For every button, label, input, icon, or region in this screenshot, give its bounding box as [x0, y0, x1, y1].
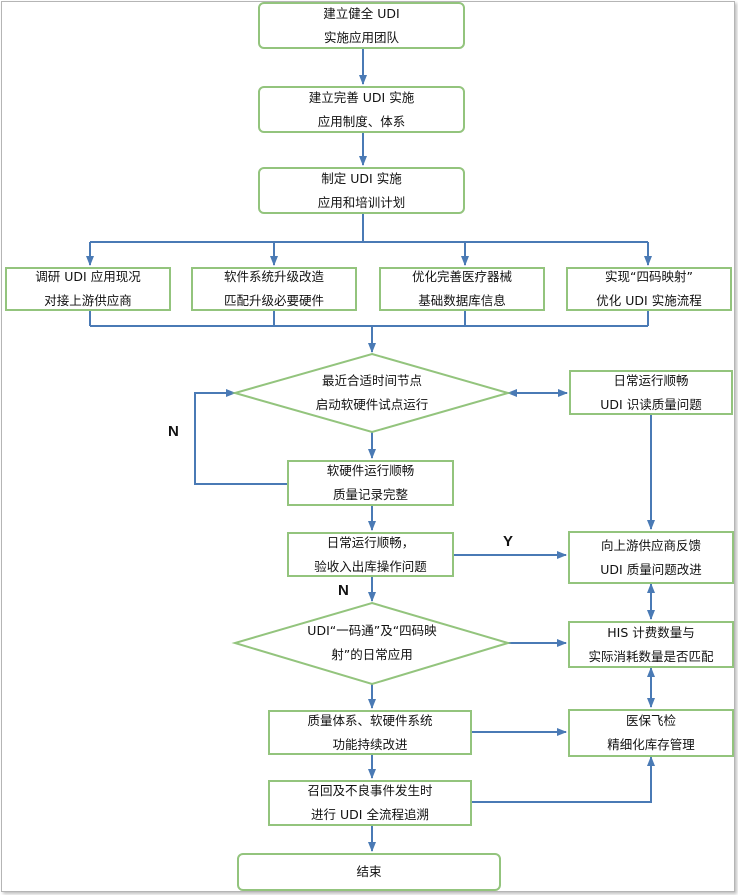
node-insurance: 医保飞检 精细化库存管理: [568, 709, 734, 757]
node-feedback-line2: UDI 质量问题改进: [600, 561, 702, 577]
node-recall: 召回及不良事件发生时 进行 UDI 全流程追溯: [268, 780, 472, 826]
node-software: 软件系统升级改造 匹配升级必要硬件: [191, 267, 357, 311]
node-insurance-line1: 医保飞检: [625, 713, 676, 728]
node-inout-line2: 验收入出库操作问题: [314, 558, 427, 574]
node-inout-line1: 日常运行顺畅，: [326, 534, 415, 550]
node-database-line2: 基础数据库信息: [418, 293, 506, 308]
decision-pilot-line1: 最近合适时间节点: [321, 373, 422, 388]
decision-app-line2: 射”的日常应用: [331, 647, 413, 662]
node-end: 结束: [237, 853, 501, 891]
label-y: Y: [503, 533, 514, 550]
decision-app-text: UDI“一码通”及“四码映 射”的日常应用: [250, 615, 494, 671]
node-feedback-line1: 向上游供应商反馈: [600, 537, 701, 553]
node-research-line1: 调研 UDI 应用现况: [35, 269, 141, 284]
arrow-n-loop: [194, 389, 287, 485]
node-recall-line1: 召回及不良事件发生时: [307, 783, 433, 798]
node-plan-line1: 制定 UDI 实施: [321, 170, 402, 186]
node-research: 调研 UDI 应用现况 对接上游供应商: [5, 267, 171, 311]
diamond-app: [231, 601, 512, 686]
node-recall-line2: 进行 UDI 全流程追溯: [311, 807, 429, 822]
node-database: 优化完善医疗器械 基础数据库信息: [379, 267, 545, 311]
node-smooth-line1: 软硬件运行顺畅: [326, 463, 415, 478]
node-system-line1: 建立完善 UDI 实施: [308, 89, 415, 105]
node-mapping: 实现“四码映射” 优化 UDI 实施流程: [566, 267, 732, 311]
node-software-line2: 匹配升级必要硬件: [223, 293, 324, 308]
node-improve: 质量体系、软硬件系统 功能持续改进: [268, 710, 472, 755]
decision-pilot-line2: 启动软硬件试点运行: [315, 397, 429, 412]
node-daily-read-line1: 日常运行顺畅: [613, 372, 689, 388]
node-insurance-line2: 精细化库存管理: [607, 737, 695, 752]
node-inout: 日常运行顺畅， 验收入出库操作问题: [287, 532, 454, 577]
node-database-line1: 优化完善医疗器械: [411, 269, 512, 284]
decision-app-line1: UDI“一码通”及“四码映: [307, 623, 437, 638]
node-team: 建立健全 UDI 实施应用团队: [258, 2, 465, 49]
node-his-line2: 实际消耗数量是否匹配: [588, 648, 714, 664]
node-team-line1: 建立健全 UDI: [323, 5, 400, 21]
node-improve-line2: 功能持续改进: [332, 736, 408, 752]
node-plan-line2: 应用和培训计划: [317, 194, 406, 210]
node-system-line2: 应用制度、体系: [317, 113, 406, 129]
node-mapping-line2: 优化 UDI 实施流程: [596, 293, 702, 308]
diamond-pilot: [231, 352, 512, 434]
node-daily-read: 日常运行顺畅 UDI 识读质量问题: [569, 370, 733, 415]
label-n-loop: N: [168, 423, 179, 440]
arrow-recall-insurance: [472, 756, 655, 803]
node-daily-read-line2: UDI 识读质量问题: [600, 396, 702, 412]
node-team-line2: 实施应用团队: [323, 29, 399, 45]
node-smooth-line2: 质量记录完整: [332, 487, 408, 502]
decision-pilot-text: 最近合适时间节点 启动软硬件试点运行: [245, 365, 499, 421]
node-plan: 制定 UDI 实施 应用和培训计划: [258, 167, 465, 214]
node-his-line1: HIS 计费数量与: [607, 624, 695, 640]
node-improve-line1: 质量体系、软硬件系统: [307, 712, 433, 728]
node-smooth: 软硬件运行顺畅 质量记录完整: [287, 460, 454, 506]
node-mapping-line1: 实现“四码映射”: [605, 269, 693, 284]
label-n-down: N: [338, 582, 349, 599]
node-research-line2: 对接上游供应商: [44, 293, 132, 308]
node-system: 建立完善 UDI 实施 应用制度、体系: [258, 86, 465, 133]
node-software-line1: 软件系统升级改造: [223, 269, 324, 284]
node-feedback: 向上游供应商反馈 UDI 质量问题改进: [568, 531, 734, 584]
node-end-line1: 结束: [356, 864, 382, 879]
node-his: HIS 计费数量与 实际消耗数量是否匹配: [568, 621, 734, 668]
